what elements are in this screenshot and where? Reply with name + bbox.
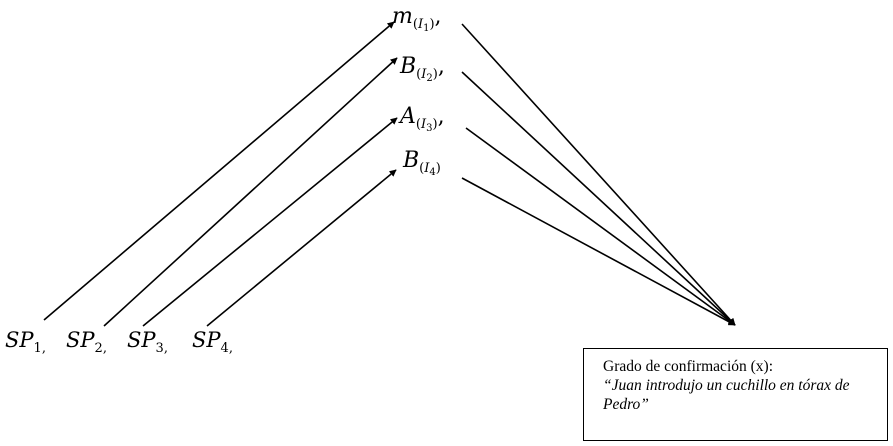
- arrow-a-to-result: [465, 127, 736, 326]
- node-sp1: SP1,: [5, 328, 46, 356]
- node-sp2: SP2,: [66, 328, 107, 356]
- node-b-i2: B(I2),: [400, 54, 445, 84]
- result-title: Grado de confirmación (x):: [603, 358, 774, 375]
- node-sp3: SP3,: [127, 328, 168, 356]
- arrow-sp2-to-b1: [103, 57, 398, 327]
- arrow-b2-to-result: [461, 177, 736, 326]
- confirmation-result-box: Grado de confirmación (x): “Juan introdu…: [583, 348, 888, 441]
- node-m-i1: m(I1),: [392, 4, 442, 34]
- node-b2-subscript: (I4): [419, 161, 441, 178]
- arrow-sp3-to-a: [142, 117, 398, 327]
- node-m-subscript: (I1): [412, 17, 435, 34]
- node-m-base: m: [392, 4, 413, 29]
- node-a-subscript: (I3): [415, 117, 438, 134]
- node-b-i4: B(I4): [403, 150, 441, 178]
- node-b1-base: B: [400, 54, 417, 79]
- node-b1-subscript: (I2): [416, 67, 438, 84]
- arrow-sp4-to-b2: [206, 169, 397, 327]
- node-b2-base: B: [403, 148, 420, 173]
- node-sp4: SP4,: [192, 328, 233, 356]
- node-a-base: A: [400, 104, 416, 129]
- arrow-b1-to-result: [461, 71, 736, 326]
- result-quote: “Juan introdujo un cuchillo en tórax de …: [603, 377, 850, 413]
- node-a-i3: A(I3),: [400, 104, 445, 134]
- arrow-sp1-to-m: [43, 21, 395, 321]
- arrow-m-to-result: [461, 23, 736, 326]
